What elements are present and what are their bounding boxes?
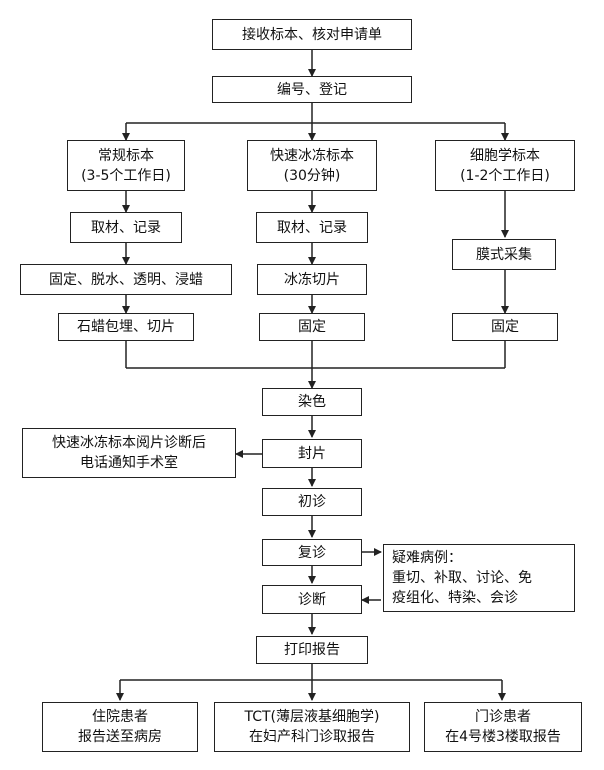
node-receive-line-1: 接收标本、核对申请单 — [242, 26, 382, 43]
node-receive: 接收标本、核对申请单 — [212, 19, 412, 50]
node-difficult-line-1: 疑难病例： — [392, 550, 462, 566]
node-second-review-line-1: 复诊 — [298, 544, 326, 561]
node-frozen-line-1: 快速冰冻标本 — [270, 147, 354, 164]
node-inpatient-line-2: 报告送至病房 — [78, 729, 162, 745]
node-embed-cut: 石蜡包埋、切片 — [58, 313, 194, 341]
node-routine-grossing: 取材、记录 — [70, 212, 182, 243]
node-membrane-collect-line-1: 膜式采集 — [476, 246, 532, 263]
node-notify-line-1: 快速冰冻标本阅片诊断后 — [52, 435, 206, 451]
node-first-review-line-1: 初诊 — [298, 494, 326, 510]
node-frozen-grossing: 取材、记录 — [256, 212, 368, 243]
node-routine-line-1: 常规标本 — [98, 147, 154, 164]
node-outpatient: 门诊患者 在4号楼3楼取报告 — [424, 702, 582, 752]
node-register-line-1: 编号、登记 — [277, 81, 347, 98]
node-register: 编号、登记 — [212, 76, 412, 103]
node-print-report-line-1: 打印报告 — [284, 642, 340, 658]
node-diagnosis: 诊断 — [262, 585, 362, 614]
node-cytology-line-1: 细胞学标本 — [470, 147, 540, 164]
node-routine-processing-line-1: 固定、脱水、透明、浸蜡 — [49, 271, 203, 288]
node-outpatient-line-2: 在4号楼3楼取报告 — [445, 729, 561, 745]
node-diagnosis-line-1: 诊断 — [298, 591, 326, 608]
node-cyto-fix: 固定 — [452, 313, 558, 341]
node-routine-line-2: (3-5个工作日) — [81, 167, 171, 184]
node-inpatient: 住院患者 报告送至病房 — [42, 702, 198, 752]
node-inpatient-line-1: 住院患者 — [92, 709, 148, 725]
node-difficult-line-3: 疫组化、特染、会诊 — [392, 590, 518, 606]
node-stain: 染色 — [262, 388, 362, 416]
node-frozen-fix: 固定 — [259, 313, 365, 341]
node-cyto-fix-line-1: 固定 — [491, 319, 519, 335]
node-outpatient-line-1: 门诊患者 — [475, 709, 531, 725]
node-frozen-line-2: (30分钟) — [283, 167, 341, 184]
node-frozen-section: 冰冻切片 — [257, 264, 367, 295]
node-notify: 快速冰冻标本阅片诊断后 电话通知手术室 — [22, 428, 236, 478]
node-frozen-fix-line-1: 固定 — [298, 319, 326, 335]
node-difficult-line-2: 重切、补取、讨论、免 — [392, 570, 532, 586]
node-cytology-line-2: (1-2个工作日) — [460, 167, 550, 184]
node-routine-grossing-line-1: 取材、记录 — [91, 219, 161, 236]
node-embed-cut-line-1: 石蜡包埋、切片 — [77, 319, 175, 335]
node-stain-line-1: 染色 — [298, 394, 326, 410]
node-tct-line-1: TCT(薄层液基细胞学) — [244, 709, 380, 725]
node-mount-line-1: 封片 — [298, 445, 326, 462]
node-tct: TCT(薄层液基细胞学) 在妇产科门诊取报告 — [214, 702, 410, 752]
node-difficult-cases: 疑难病例： 重切、补取、讨论、免 疫组化、特染、会诊 — [383, 544, 575, 612]
node-routine: 常规标本 (3-5个工作日) — [67, 140, 185, 191]
node-second-review: 复诊 — [262, 539, 362, 566]
node-routine-processing: 固定、脱水、透明、浸蜡 — [20, 264, 232, 295]
node-print-report: 打印报告 — [256, 636, 368, 664]
node-membrane-collect: 膜式采集 — [452, 239, 556, 270]
node-frozen: 快速冰冻标本 (30分钟) — [247, 140, 377, 191]
node-notify-line-2: 电话通知手术室 — [80, 455, 178, 471]
node-first-review: 初诊 — [262, 488, 362, 516]
node-frozen-section-line-1: 冰冻切片 — [284, 271, 340, 288]
node-frozen-grossing-line-1: 取材、记录 — [277, 219, 347, 236]
node-tct-line-2: 在妇产科门诊取报告 — [249, 729, 375, 745]
node-cytology: 细胞学标本 (1-2个工作日) — [435, 140, 575, 191]
node-mount: 封片 — [262, 439, 362, 468]
